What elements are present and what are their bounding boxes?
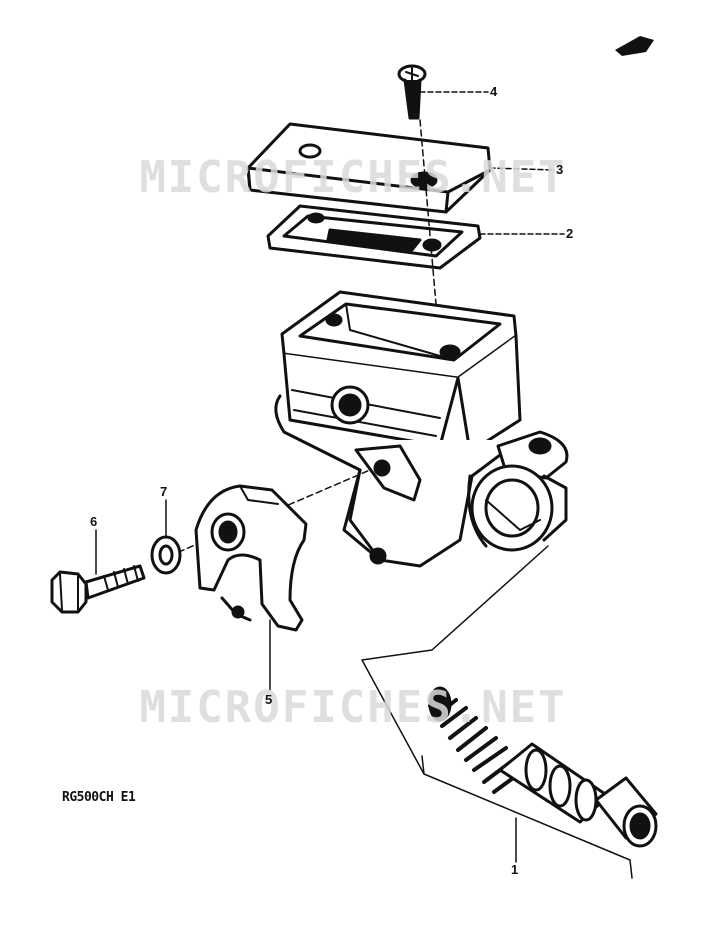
callout-5: 5 — [265, 692, 273, 707]
part-piston-kit — [428, 686, 658, 848]
assembly-bracket — [361, 545, 549, 775]
callout-1: 1 — [511, 862, 519, 877]
part-screw — [397, 64, 427, 120]
leader-3 — [489, 167, 555, 171]
callout-4: 4 — [490, 84, 498, 99]
callout-6: 6 — [90, 514, 98, 529]
part-cap — [246, 122, 492, 214]
part-diaphragm — [266, 204, 482, 270]
part-master-cylinder-body — [274, 290, 569, 568]
arrow-mark — [615, 36, 654, 56]
callout-7: 7 — [160, 484, 168, 499]
part-bolt — [50, 564, 146, 614]
model-code-label: RG500CH E1 — [62, 790, 136, 805]
callout-2: 2 — [566, 226, 574, 241]
callout-3: 3 — [556, 162, 564, 177]
part-washer — [150, 535, 182, 575]
part-clamp — [194, 484, 308, 632]
leader-1-bracket — [421, 755, 633, 879]
